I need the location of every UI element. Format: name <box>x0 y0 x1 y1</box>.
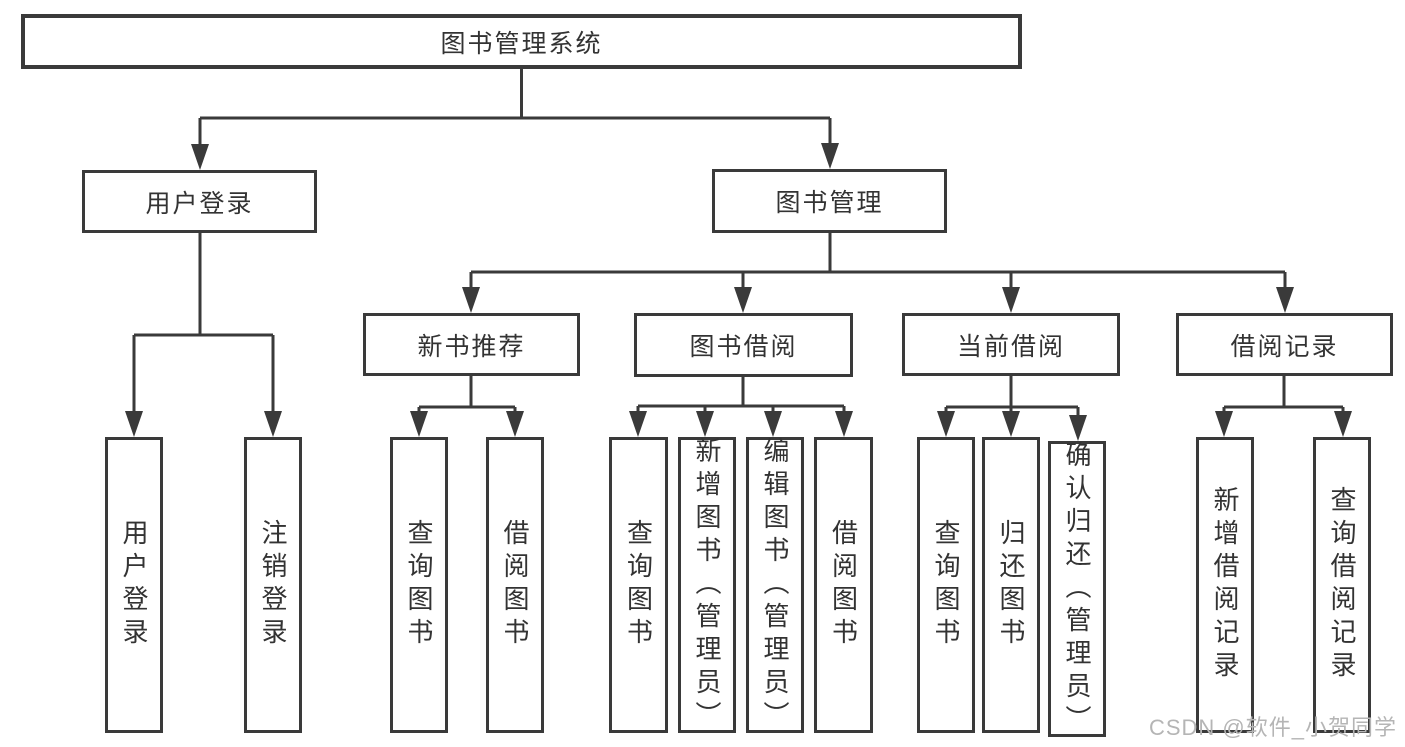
node-label: 图书管理系统 <box>440 29 603 58</box>
node-user-login: 用户登录 <box>82 170 317 233</box>
leaf-query-borrow-record: 查询借阅记录 <box>1313 437 1371 733</box>
leaf-label: 借阅图书 <box>828 519 859 651</box>
leaf-label: 查询图书 <box>623 519 654 651</box>
node-label: 用户登录 <box>145 189 254 218</box>
leaf-edit-book-admin: 编辑图书（管理员） <box>746 436 804 734</box>
node-label: 新书推荐 <box>417 332 526 361</box>
node-label: 图书管理 <box>775 189 884 217</box>
node-library-management-system: 图书管理系统 <box>21 14 1022 69</box>
leaf-query-books-current: 查询图书 <box>917 437 975 733</box>
leaf-label: 查询借阅记录 <box>1327 486 1357 684</box>
leaf-borrow-books-recommend: 借阅图书 <box>486 437 544 733</box>
leaf-label: 新增图书（管理员） <box>692 436 722 734</box>
arrowheads <box>125 143 1352 441</box>
node-book-borrow: 图书借阅 <box>634 313 853 377</box>
leaf-add-book-admin: 新增图书（管理员） <box>678 436 736 734</box>
csdn-watermark: CSDN @软件_小贺同学 <box>1148 715 1397 740</box>
node-book-management: 图书管理 <box>712 169 947 233</box>
leaf-label: 查询图书 <box>931 519 961 651</box>
node-label: 当前借阅 <box>956 332 1065 361</box>
node-current-borrow: 当前借阅 <box>902 313 1120 376</box>
leaf-label: 注销登录 <box>258 519 288 651</box>
node-label: 借阅记录 <box>1230 332 1339 361</box>
node-label: 图书借阅 <box>689 333 798 361</box>
leaf-label: 借阅图书 <box>500 519 530 651</box>
leaf-add-borrow-record: 新增借阅记录 <box>1196 437 1254 733</box>
leaf-label: 新增借阅记录 <box>1210 486 1240 684</box>
leaf-return-books: 归还图书 <box>982 437 1040 733</box>
leaf-borrow-books: 借阅图书 <box>814 437 873 733</box>
leaf-logout: 注销登录 <box>244 437 302 733</box>
leaf-label: 用户登录 <box>119 519 149 651</box>
leaf-label: 归还图书 <box>996 519 1026 651</box>
leaf-label: 确认归还（管理员） <box>1062 440 1092 738</box>
node-new-book-recommend: 新书推荐 <box>363 313 580 376</box>
leaf-label: 编辑图书（管理员） <box>760 436 790 734</box>
leaf-query-books-borrow: 查询图书 <box>609 437 668 733</box>
node-borrow-records: 借阅记录 <box>1176 313 1393 376</box>
leaf-label: 查询图书 <box>404 519 434 651</box>
leaf-confirm-return-admin: 确认归还（管理员） <box>1048 440 1106 738</box>
leaf-query-books-recommend: 查询图书 <box>390 437 448 733</box>
leaf-user-login: 用户登录 <box>105 437 163 733</box>
